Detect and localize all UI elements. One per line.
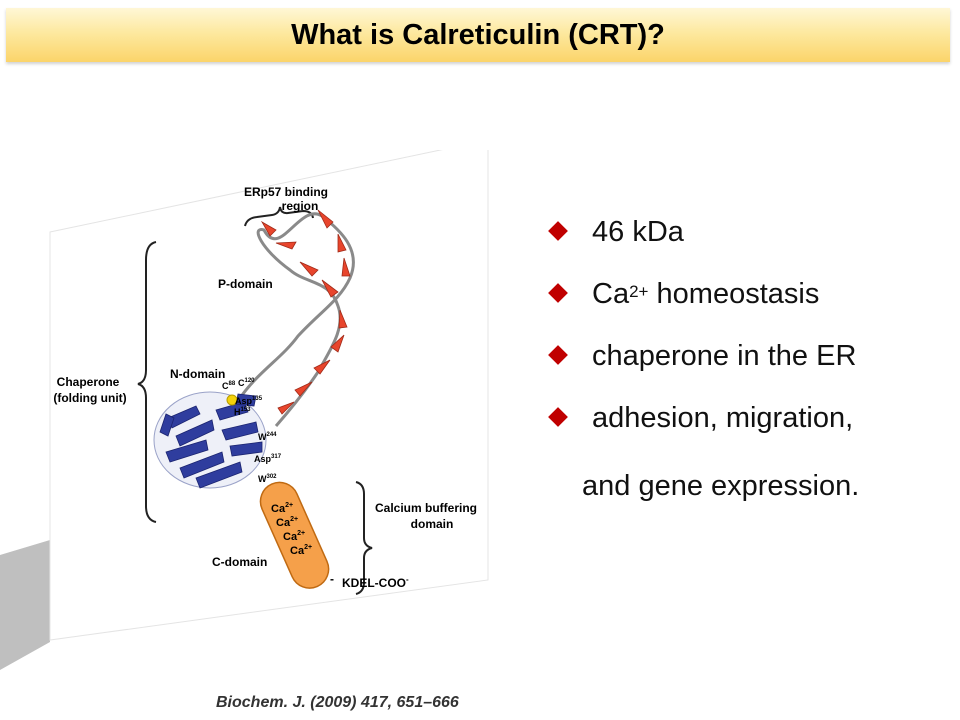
residue-asp317: Asp317 (254, 454, 282, 464)
calcium-ions: Ca2+ Ca2+ Ca2+ Ca2+ (271, 502, 312, 557)
citation: Biochem. J. (2009) 417, 651–666 (216, 694, 459, 711)
bullet-text: chaperone in the ER (592, 340, 857, 372)
calcium-label-line1: Calcium buffering (375, 501, 477, 515)
bullet-text: Ca2+ homeostasis (592, 278, 820, 310)
n-domain-strands (159, 393, 263, 489)
residue-c120: C120 (238, 378, 255, 388)
ca-ion: Ca2+ (276, 516, 298, 529)
kdel-label: KDEL-COO- (342, 575, 409, 590)
bullet-item: 46 kDa (548, 212, 948, 274)
bullet-text: 46 kDa (592, 216, 684, 248)
slide-title: What is Calreticulin (CRT)? (291, 19, 665, 51)
residue-h153: H153 (234, 407, 251, 417)
disulfide-marker (226, 394, 238, 406)
figure-card (49, 139, 489, 641)
bullet-list: 46 kDa Ca2+ homeostasis chaperone in the… (548, 212, 948, 460)
residue-c88: C88 (222, 381, 236, 391)
bullet-item: adhesion, migration, (548, 398, 948, 460)
erp57-label-line1: ERp57 binding (244, 185, 328, 199)
kdel-dash: - (330, 572, 334, 586)
chaperone-brace (137, 241, 157, 523)
title-bar: What is Calreticulin (CRT)? (6, 8, 950, 62)
ca-ion: Ca2+ (283, 530, 305, 543)
diamond-bullet-icon (548, 345, 568, 365)
chaperone-label-line1: Chaperone (57, 375, 120, 389)
bullet-text: adhesion, migration, (592, 402, 854, 434)
residue-labels: C88 C120 Asp135 H153 W244 Asp317 W302 (222, 378, 282, 484)
residue-w302: W302 (258, 474, 277, 484)
erp57-brace (244, 206, 314, 227)
residue-asp135: Asp135 (235, 396, 263, 406)
p-domain-strands (260, 209, 351, 415)
c-domain-label: C-domain (212, 555, 267, 569)
erp57-label-line2: region (282, 199, 319, 213)
ca-ion: Ca2+ (271, 502, 293, 515)
diamond-bullet-icon (548, 221, 568, 241)
p-domain-label: P-domain (218, 277, 273, 291)
calcium-brace (355, 481, 373, 595)
bullet-continuation: and gene expression. (582, 470, 860, 502)
diamond-bullet-icon (548, 283, 568, 303)
calreticulin-figure: ERp57 binding region P-domain N-domain C… (0, 139, 500, 670)
residue-w244: W244 (258, 432, 277, 442)
diamond-bullet-icon (548, 407, 568, 427)
ca-ion: Ca2+ (290, 544, 312, 557)
chaperone-label-line2: (folding unit) (53, 391, 126, 405)
structure-diagram: ERp57 binding region P-domain N-domain C… (0, 139, 489, 670)
c-domain-capsule (259, 481, 330, 589)
calcium-label-line2: domain (411, 517, 454, 531)
bullet-item: Ca2+ homeostasis (548, 274, 948, 336)
n-domain-label: N-domain (170, 367, 225, 381)
bullet-item: chaperone in the ER (548, 336, 948, 398)
figure-shadow (0, 540, 50, 670)
